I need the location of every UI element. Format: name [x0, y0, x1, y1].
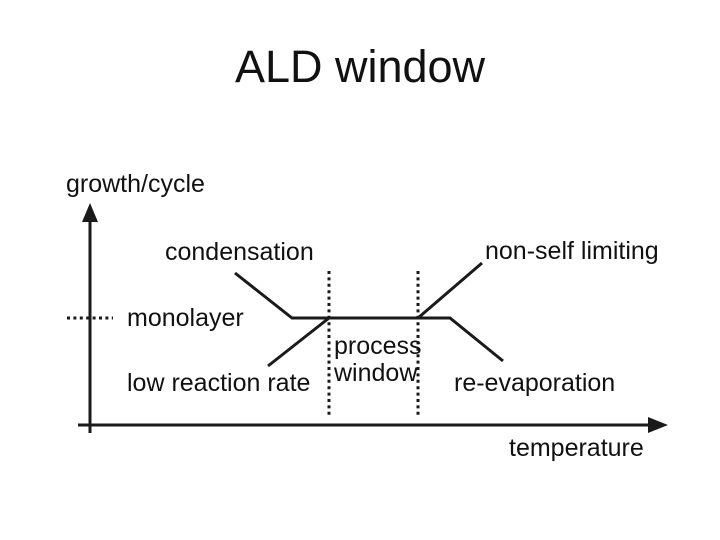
- x-axis-arrowhead-icon: [648, 417, 668, 433]
- y-axis-arrowhead-icon: [82, 203, 98, 222]
- growth-curve-main-polyline: [234, 271, 504, 363]
- process-window-label-line1: process: [334, 332, 422, 360]
- slide-title: ALD window: [234, 41, 486, 92]
- monolayer-label: monolayer: [127, 304, 244, 332]
- non-self-limiting-branch-line: [417, 261, 483, 320]
- process-window-label-line2: window: [333, 359, 418, 387]
- y-axis-label: growth/cycle: [66, 170, 205, 198]
- non-self-limiting-label: non-self limiting: [485, 237, 659, 265]
- condensation-label: condensation: [165, 238, 314, 266]
- re-evaporation-label: re-evaporation: [454, 369, 615, 397]
- low-reaction-rate-label: low reaction rate: [127, 369, 310, 397]
- x-axis-label: temperature: [509, 434, 644, 462]
- low-reaction-rate-branch-line: [267, 316, 330, 368]
